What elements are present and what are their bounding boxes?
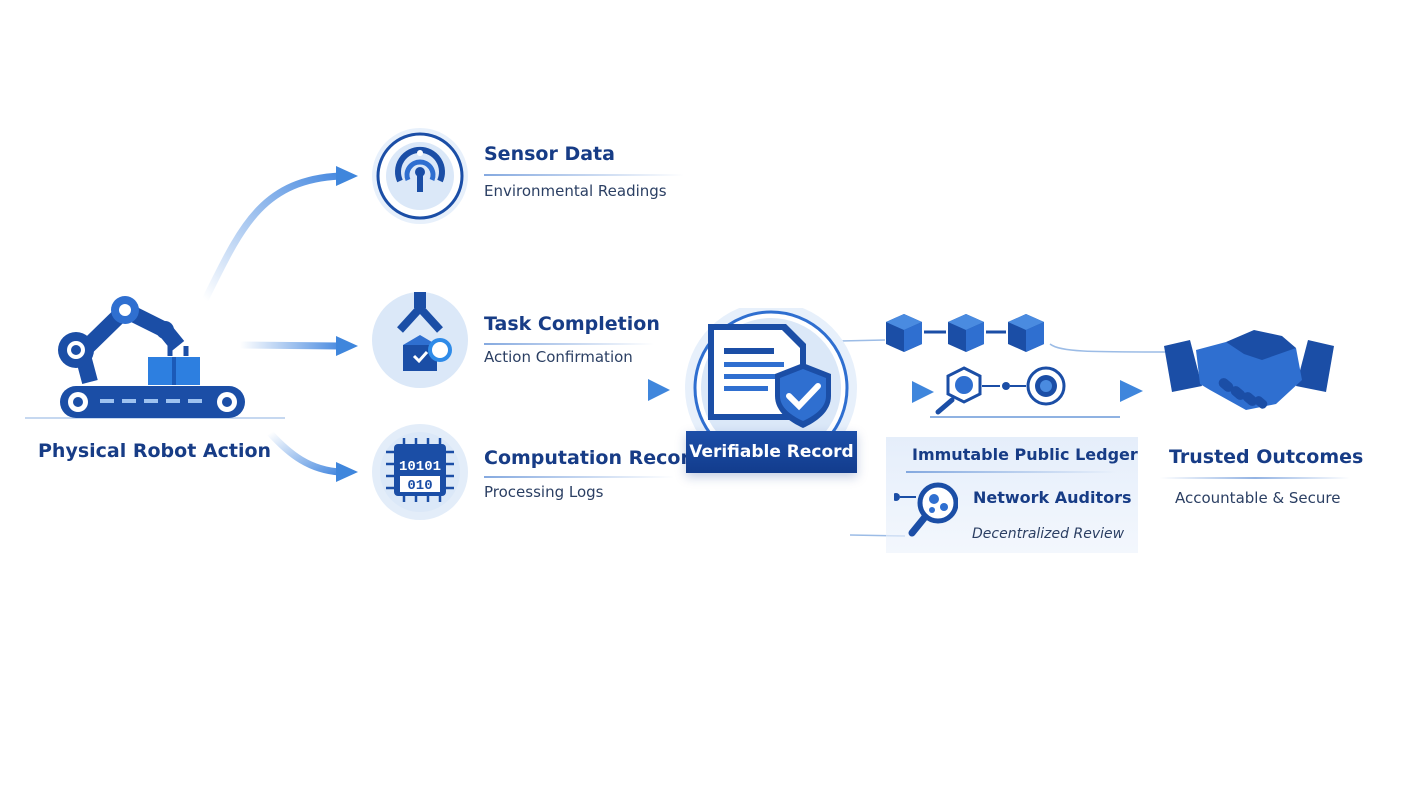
ledger-chain bbox=[884, 310, 1054, 364]
chip-text-bottom: 010 bbox=[407, 478, 432, 494]
robot-arm-conveyor-icon bbox=[58, 296, 245, 418]
robot-node: Physical Robot Action bbox=[20, 290, 290, 490]
arrow-head-task bbox=[336, 336, 358, 356]
outcome-title: Trusted Outcomes bbox=[1169, 446, 1364, 468]
magnifier-network-icon bbox=[935, 366, 1066, 415]
document-shield-check-icon bbox=[685, 302, 857, 474]
auditor-magnifier-icon bbox=[894, 482, 958, 537]
outcome-subtitle: Accountable & Secure bbox=[1175, 489, 1341, 507]
binary-chip-icon: 10101 010 bbox=[372, 424, 468, 520]
arrow-head-computation bbox=[336, 462, 358, 482]
sensor-signal-icon bbox=[372, 128, 468, 224]
computation-subtitle: Processing Logs bbox=[484, 483, 604, 501]
ledger-title: Immutable Public Ledger bbox=[912, 445, 1138, 464]
ledger-nodes bbox=[930, 362, 1070, 422]
arrow-head-sensor bbox=[336, 166, 358, 186]
chip-text-top: 10101 bbox=[399, 459, 441, 475]
sensor-title: Sensor Data bbox=[484, 143, 615, 165]
robot-label: Physical Robot Action bbox=[38, 440, 272, 462]
computation-node: 10101 010 bbox=[370, 422, 470, 526]
arrow-to-task bbox=[239, 341, 341, 350]
sensor-node bbox=[370, 126, 470, 230]
arrow-head-outcome bbox=[1120, 380, 1143, 402]
auditors-subtitle: Decentralized Review bbox=[972, 526, 1125, 542]
blockchain-cube-icon bbox=[886, 314, 1044, 352]
handshake-icon bbox=[1164, 330, 1334, 410]
record-node bbox=[676, 302, 866, 474]
verifiable-record-badge: Verifiable Record bbox=[686, 431, 857, 473]
arrow-head-ledger bbox=[912, 381, 934, 403]
task-title: Task Completion bbox=[484, 313, 660, 335]
gripper-box-check-icon bbox=[372, 292, 468, 388]
arrow-to-sensor bbox=[201, 172, 341, 302]
task-subtitle: Action Confirmation bbox=[484, 348, 633, 366]
outcome-node bbox=[1156, 320, 1346, 424]
task-node bbox=[370, 290, 470, 394]
arrow-to-computation bbox=[267, 430, 341, 476]
ledger-panel: Immutable Public Ledger Network Auditors… bbox=[886, 437, 1138, 553]
auditors-title: Network Auditors bbox=[973, 488, 1132, 507]
sensor-subtitle: Environmental Readings bbox=[484, 182, 667, 200]
computation-title: Computation Record bbox=[484, 447, 704, 469]
arrow-head-record bbox=[648, 379, 670, 401]
